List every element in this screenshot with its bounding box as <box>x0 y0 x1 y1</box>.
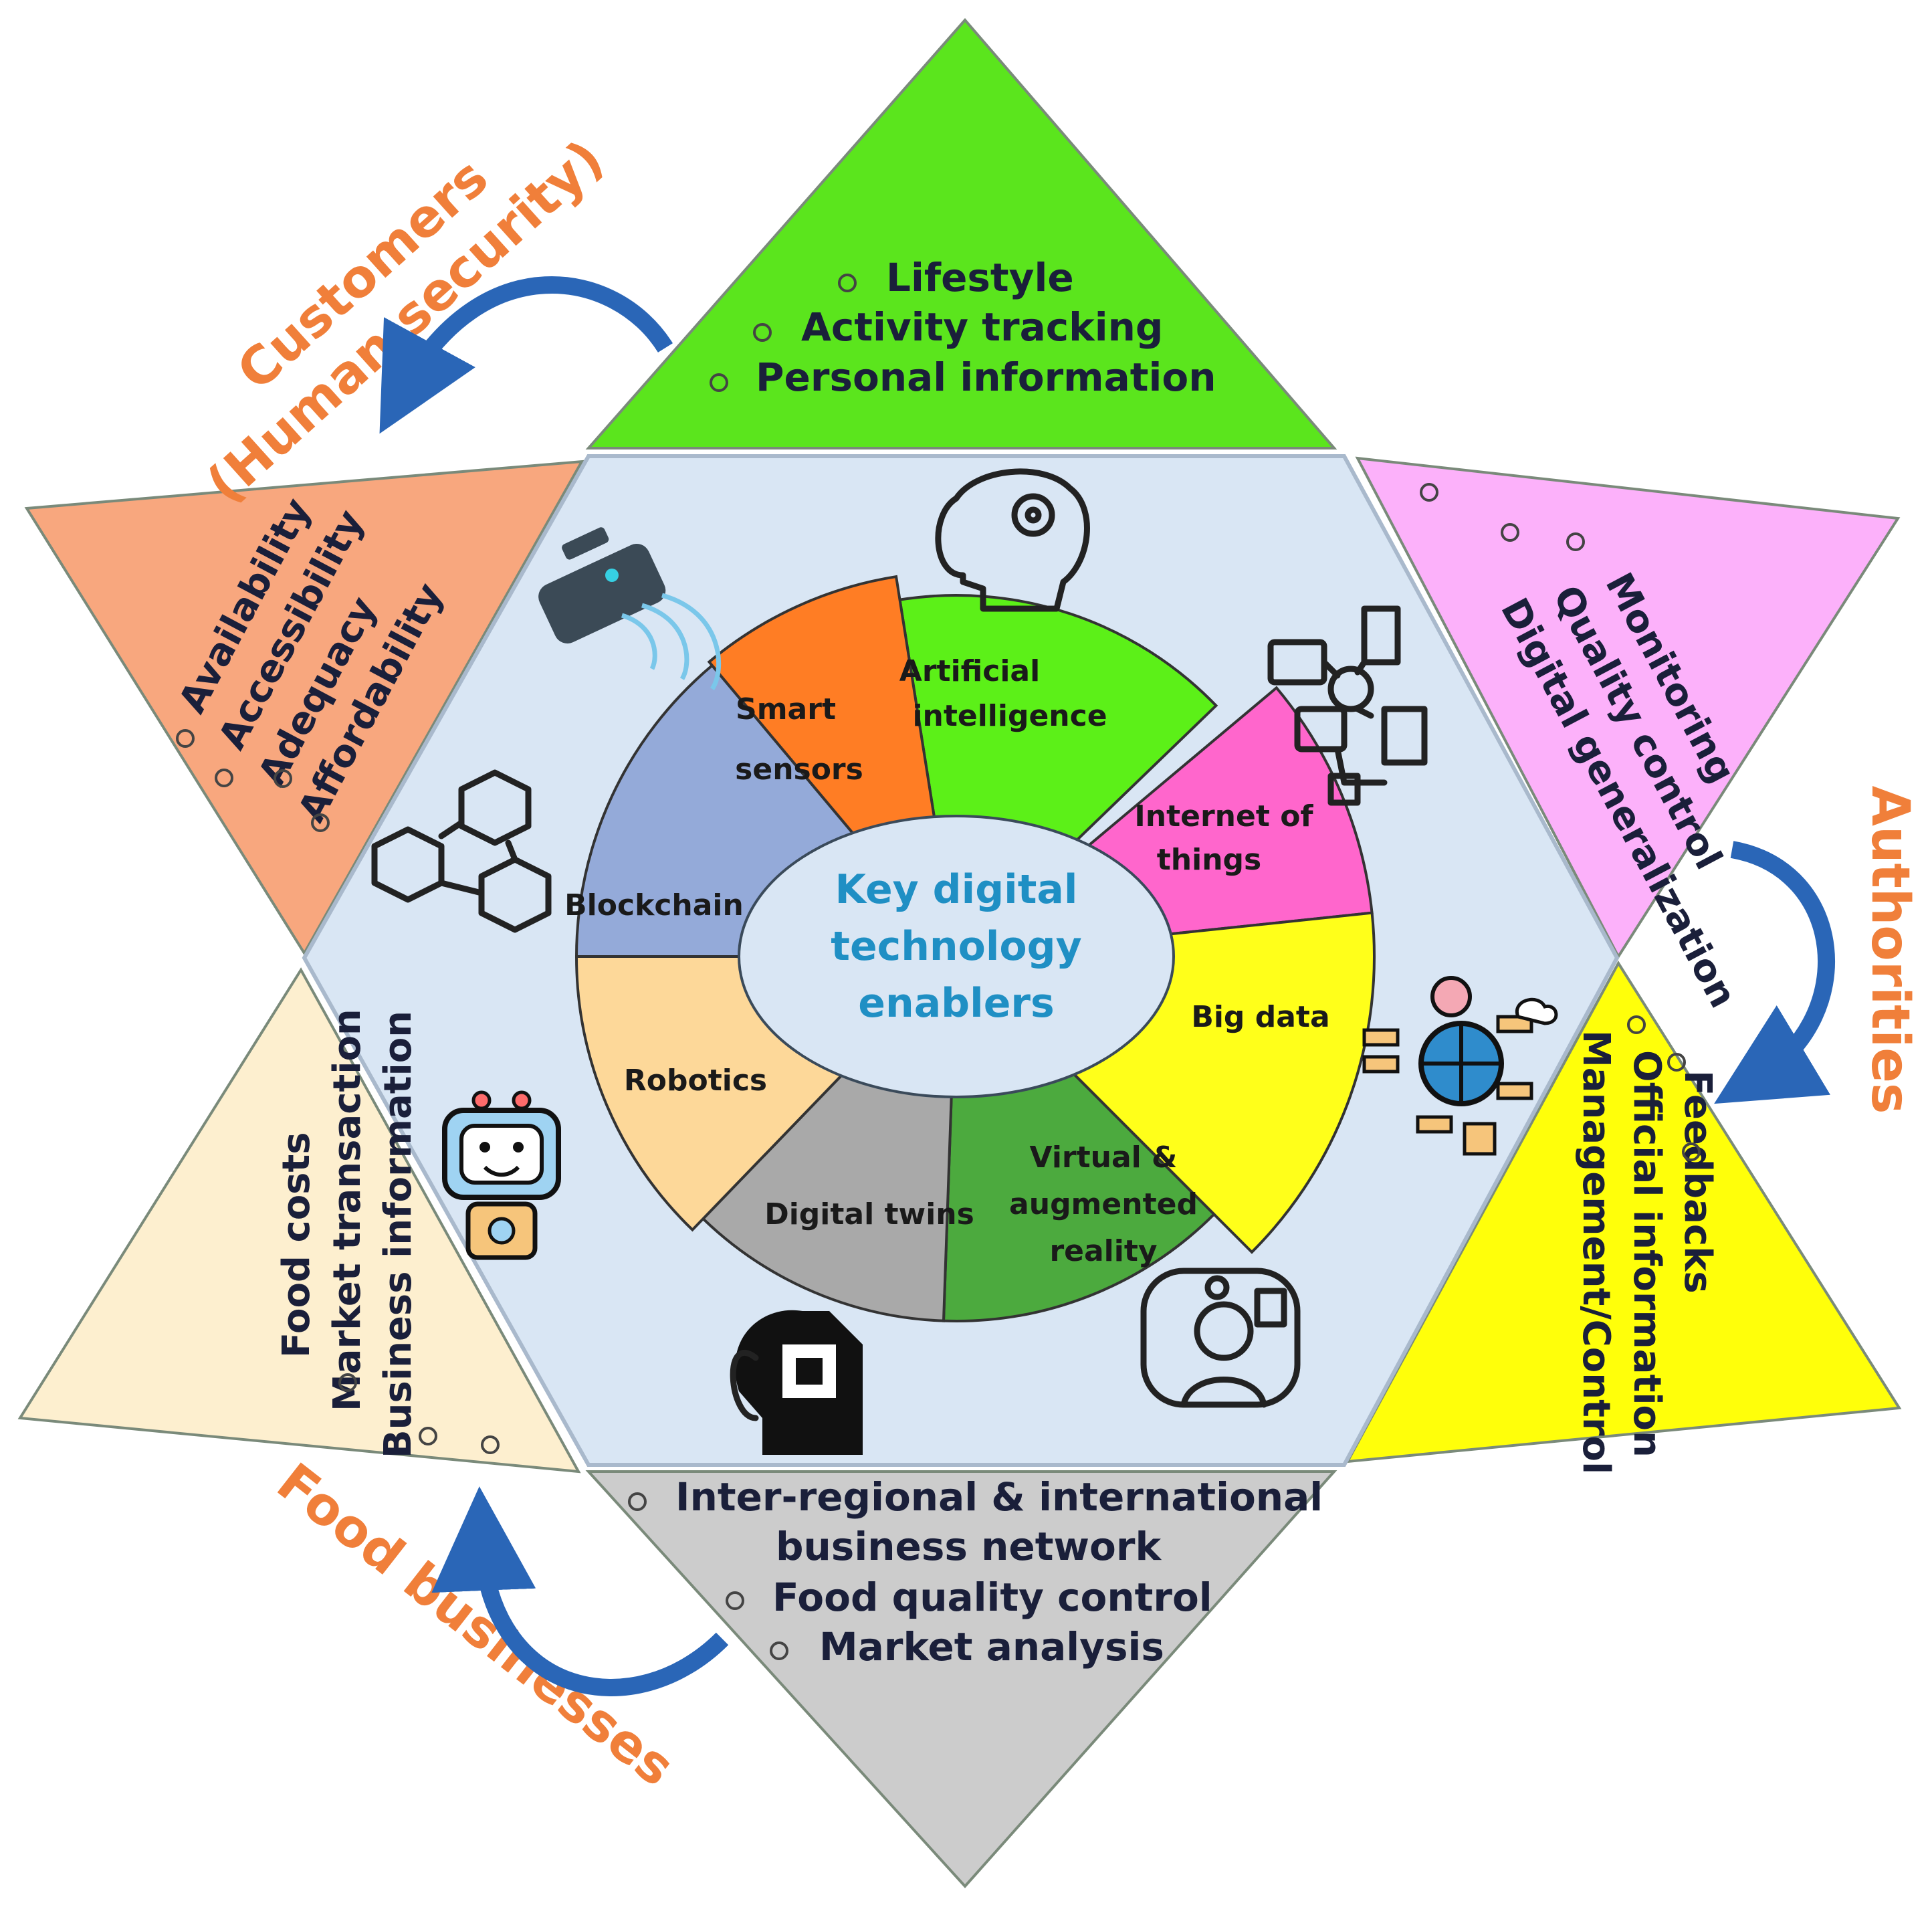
bottom-item-1a: Inter-regional & international <box>675 1474 1323 1520</box>
segment-label-ai-1: Artificial <box>899 654 1040 688</box>
lr-item-3: Management/Control <box>1574 1030 1618 1474</box>
customers-arrow <box>379 276 673 434</box>
segment-label-iot-1: Internet of <box>1134 799 1313 833</box>
bottom-item-3: Market analysis <box>819 1624 1164 1670</box>
customers-label: Customers (Human security) <box>195 129 615 516</box>
center-ellipse <box>738 815 1175 1098</box>
bottom-list: Inter-regional & international business … <box>628 1474 1323 1670</box>
segment-label-robotics: Robotics <box>624 1064 767 1098</box>
lr-item-1: Feedbacks <box>1676 1070 1719 1294</box>
triangle-lower-right <box>1345 961 1902 1464</box>
food-businesses-arrow <box>431 1486 729 1696</box>
triangle-top <box>585 17 1337 449</box>
digital-twin-chip-head-icon <box>730 1310 863 1455</box>
center-line-1: Key digital <box>835 866 1078 913</box>
top-triangle-list: Lifestyle Activity tracking Personal inf… <box>710 255 1216 400</box>
triangle-lower-left <box>17 967 581 1474</box>
top-item-3: Personal information <box>756 355 1216 400</box>
iot-devices-icon <box>1267 605 1428 806</box>
authorities-label: Authorities <box>1860 786 1920 1114</box>
segment-label-ai-2: intelligence <box>912 699 1107 733</box>
ll-item-2: Market transaction <box>326 1009 369 1411</box>
segment-label-twins: Digital twins <box>764 1197 974 1231</box>
bottom-item-2: Food quality control <box>772 1575 1212 1620</box>
center-line-3: enablers <box>858 980 1054 1027</box>
segment-label-sensors-1: Smart <box>736 692 836 726</box>
top-item-1: Lifestyle <box>886 255 1074 300</box>
segment-label-vr-2: augmented <box>1009 1187 1198 1221</box>
vr-headset-icon <box>1140 1268 1301 1408</box>
lower-right-list: Feedbacks Official information Managemen… <box>1574 1030 1719 1474</box>
segment-label-vr-3: reality <box>1049 1234 1157 1268</box>
ai-robot-icon <box>442 1090 561 1260</box>
customers-line-2: (Human security) <box>195 129 615 516</box>
smart-sensor-icon <box>538 527 722 690</box>
authorities-arrow <box>1714 841 1836 1104</box>
triangle-upper-right <box>1355 456 1901 959</box>
authorities-text: Authorities <box>1860 786 1920 1114</box>
triangle-bottom <box>585 1470 1337 1888</box>
triangle-upper-left <box>24 460 584 956</box>
segment-label-bigdata: Big data <box>1191 1000 1329 1034</box>
lr-item-2: Official information <box>1625 1050 1669 1458</box>
ll-item-3: Business information <box>377 1011 420 1458</box>
top-item-2: Activity tracking <box>801 304 1163 350</box>
brain-gear-icon <box>935 468 1090 612</box>
segment-label-blockchain: Blockchain <box>564 888 744 922</box>
bottom-item-1b: business network <box>776 1524 1162 1569</box>
center-line-2: technology <box>831 923 1081 970</box>
segment-label-iot-2: things <box>1157 843 1261 877</box>
segment-label-sensors-2: sensors <box>735 753 863 787</box>
segment-label-vr-1: Virtual & <box>1030 1140 1178 1175</box>
big-data-globe-icon <box>1362 976 1558 1156</box>
lower-left-list: Food costs Market transaction Business i… <box>275 1009 420 1458</box>
ll-item-1: Food costs <box>275 1132 318 1358</box>
blockchain-cubes-icon <box>371 769 552 933</box>
